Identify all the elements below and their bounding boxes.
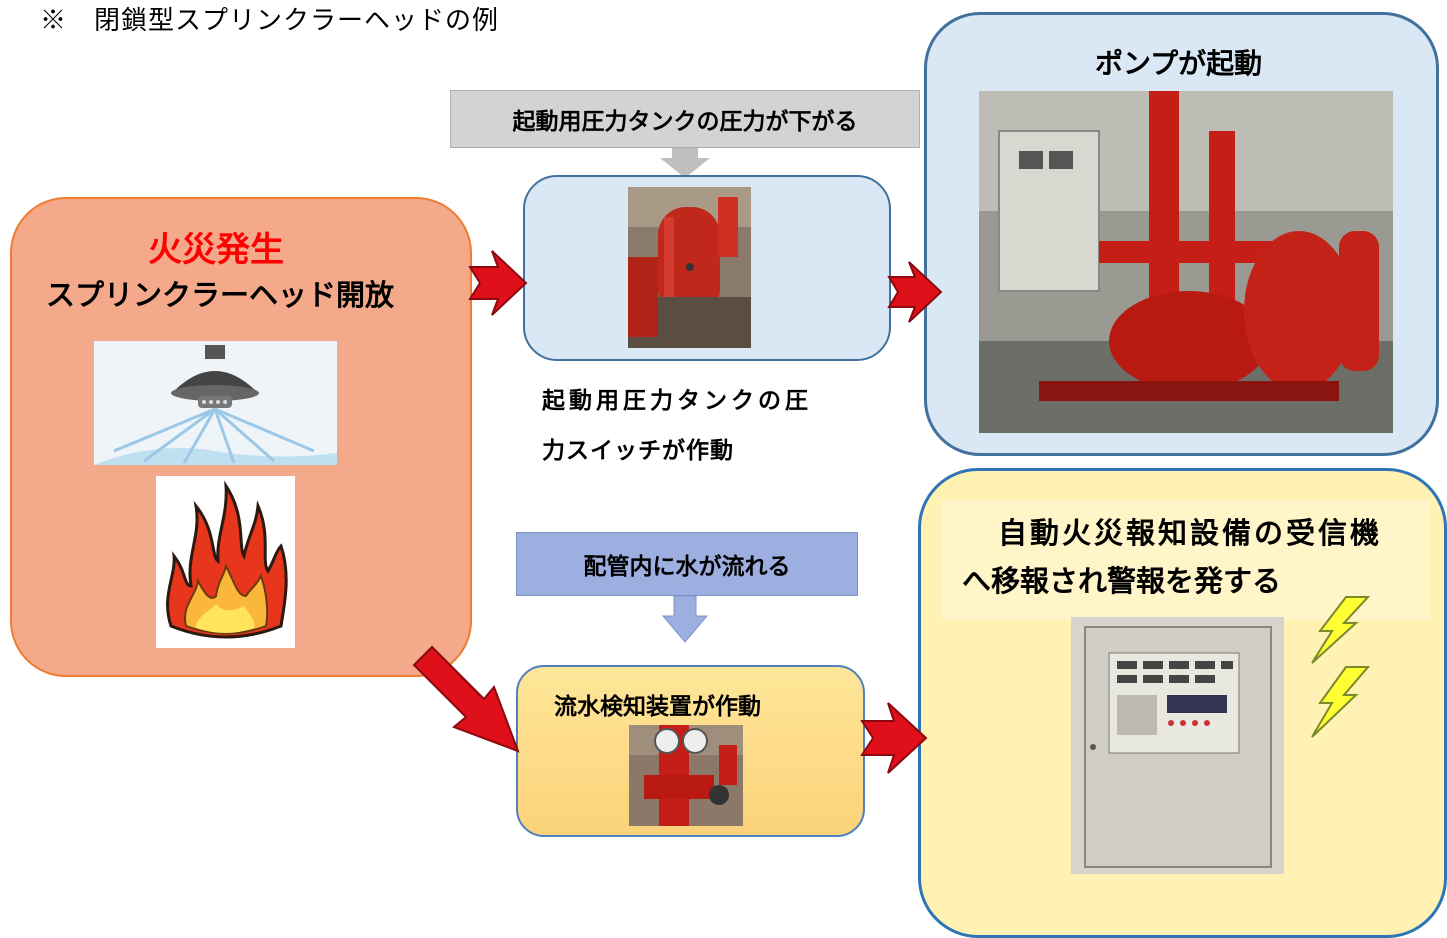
arrow-flow-to-alarm xyxy=(860,702,928,774)
pressure-tank-photo xyxy=(628,187,751,348)
lightning-bolt-icon xyxy=(1311,596,1371,664)
alarm-line1: 自動火災報知設備の受信機 xyxy=(998,516,1383,550)
note-text: ※ 閉鎖型スプリンクラーヘッドの例 xyxy=(40,6,500,36)
arrow-fire-to-flow xyxy=(412,645,520,753)
pump-photo xyxy=(979,91,1393,433)
lightning-bolt-icon xyxy=(1311,666,1371,738)
water-flow-callout: 配管内に水が流れる xyxy=(516,532,858,596)
tank-caption-line2: 力スイッチが作動 xyxy=(542,438,734,464)
alarm-line2: へ移報され警報を発する xyxy=(962,564,1282,598)
tank-pressure-drop-callout: 起動用圧力タンクの圧力が下がる xyxy=(450,90,920,148)
down-arrow-grey xyxy=(660,148,710,178)
sprinkler-head-illustration xyxy=(94,341,337,465)
arrow-tank-to-pump xyxy=(887,261,943,323)
fire-subtitle: スプリンクラーヘッド開放 xyxy=(46,278,395,312)
arrow-fire-to-tank xyxy=(468,250,528,316)
fire-title: 火災発生 xyxy=(148,230,284,270)
down-arrow-blue xyxy=(661,595,709,643)
flow-title: 流水検知装置が作動 xyxy=(554,694,761,720)
pump-title: ポンプが起動 xyxy=(1095,47,1263,80)
alarm-receiver-panel-photo xyxy=(1071,617,1284,874)
flame-illustration xyxy=(156,476,295,648)
flow-detector-photo xyxy=(629,725,743,826)
tank-caption-line1: 起動用圧力タンクの圧 xyxy=(542,388,812,414)
